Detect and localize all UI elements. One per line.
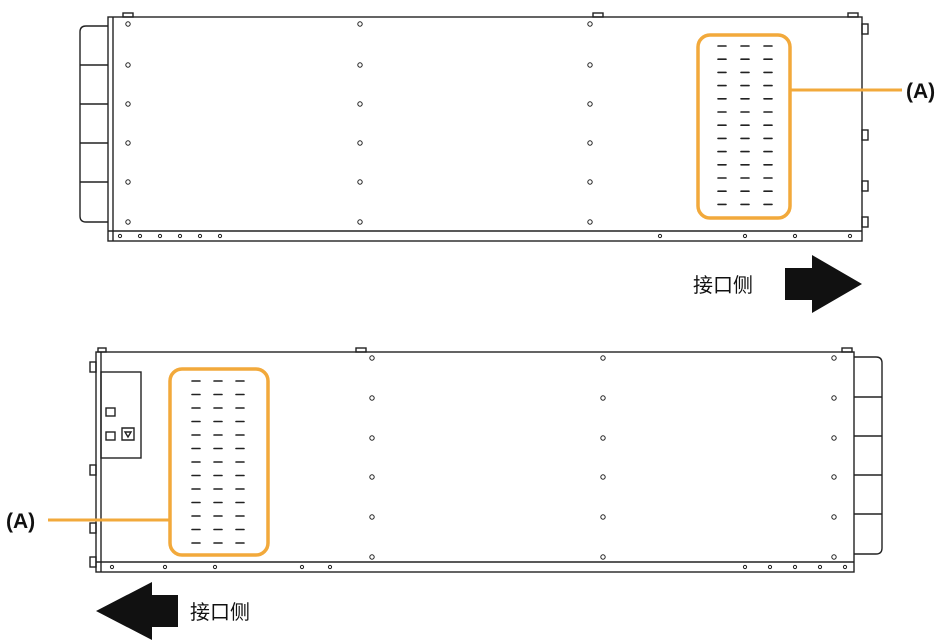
bottom-screws <box>109 355 848 570</box>
bottom-direction-label: 接口侧 <box>190 600 250 624</box>
top-chassis <box>79 12 869 242</box>
top-chassis-body <box>107 16 863 242</box>
top-callout-label: (A) <box>906 80 935 103</box>
top-highlight-region <box>696 33 792 220</box>
bottom-callout-label: (A) <box>6 510 35 533</box>
arrow-right-icon <box>785 255 862 313</box>
bottom-chassis <box>89 347 883 573</box>
bottom-front-bezel <box>854 356 883 555</box>
top-front-bezel <box>79 25 108 223</box>
bottom-vent-slots <box>191 380 245 544</box>
bottom-chassis-body <box>95 351 855 573</box>
bottom-io-panel <box>100 371 142 459</box>
top-screws <box>117 21 853 239</box>
arrow-left-icon <box>96 582 178 640</box>
bottom-highlight-region <box>168 367 270 557</box>
top-vent-slots <box>717 45 773 206</box>
top-direction-label: 接口侧 <box>693 273 753 297</box>
